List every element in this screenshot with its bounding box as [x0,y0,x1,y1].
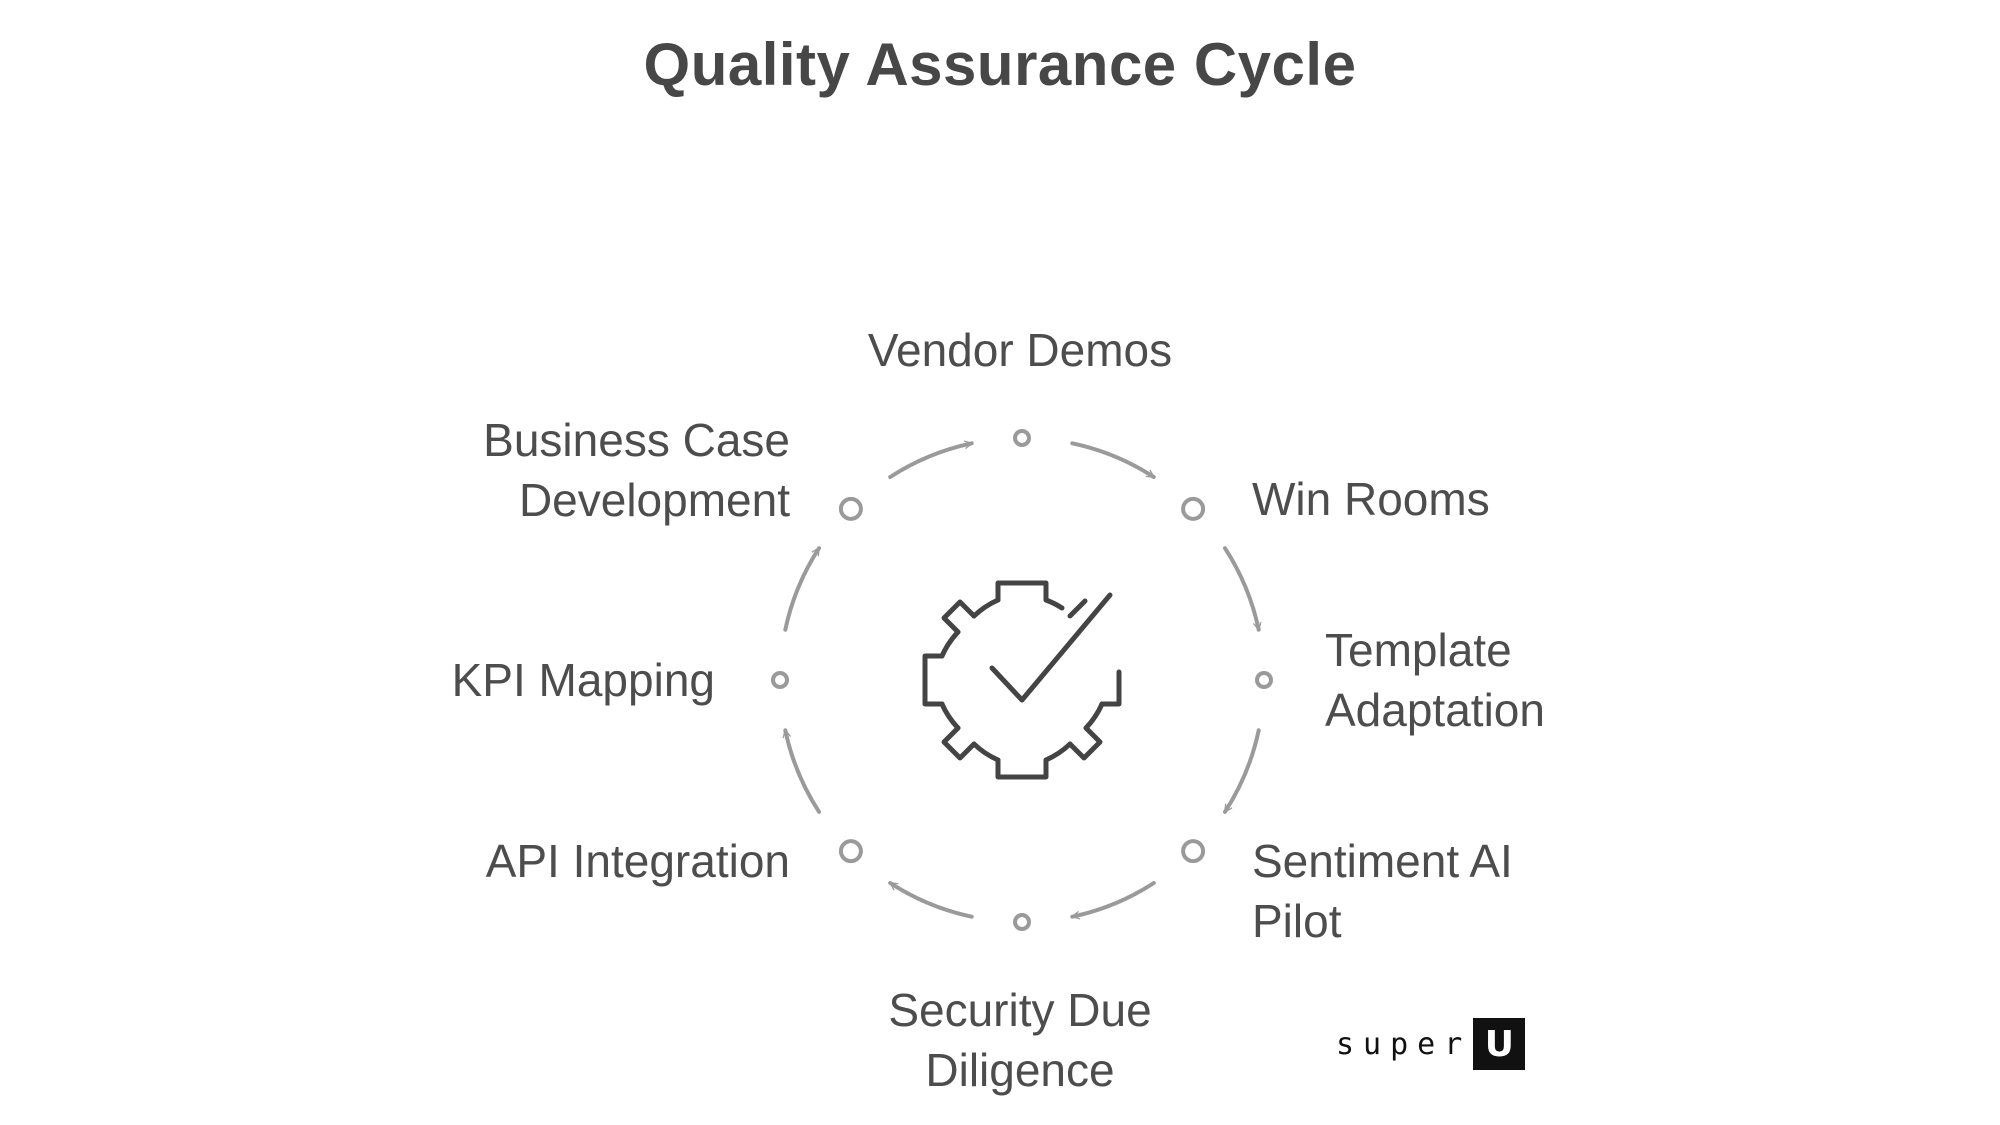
cycle-ring [771,429,1273,931]
stage-label-sentiment-ai-pilot: Sentiment AI Pilot [1252,835,1513,947]
stage-node-kpi-mapping [771,671,789,689]
stage-label-kpi-mapping: KPI Mapping [451,654,715,706]
brand-wordmark: super [1336,1026,1472,1062]
cycle-arrow [1070,441,1156,479]
page-title: Quality Assurance Cycle [643,31,1357,98]
gear-check-icon [922,580,1122,780]
cycle-arrow [888,440,974,479]
cycle-arrow [783,546,821,632]
cycle-arrow [1070,881,1156,920]
stage-node-win-rooms [1181,496,1206,521]
stage-node-api-integration [838,839,863,864]
stage-label-win-rooms: Win Rooms [1252,473,1490,525]
stage-node-vendor-demos [1013,429,1031,447]
cycle-arrow [1223,546,1262,632]
brand-mark: U [1473,1018,1526,1070]
cycle-arrow [888,881,974,919]
stage-label-vendor-demos: Vendor Demos [867,324,1173,376]
brand-logo: super U [1336,1018,1526,1070]
stage-label-security-due-diligence: Security Due Diligence [888,984,1152,1096]
stage-node-sentiment-ai-pilot [1181,839,1206,864]
stage-node-template-adaptation [1255,671,1273,689]
stage-node-security-due-diligence [1013,913,1031,931]
stage-node-business-case-development [838,496,863,521]
stage-label-business-case-development: Business Case Development [483,414,790,526]
stage-label-template-adaptation: Template Adaptation [1325,624,1545,736]
stage-label-api-integration: API Integration [485,835,790,887]
cycle-arrow [1223,728,1261,814]
cycle-arrow [782,728,821,814]
